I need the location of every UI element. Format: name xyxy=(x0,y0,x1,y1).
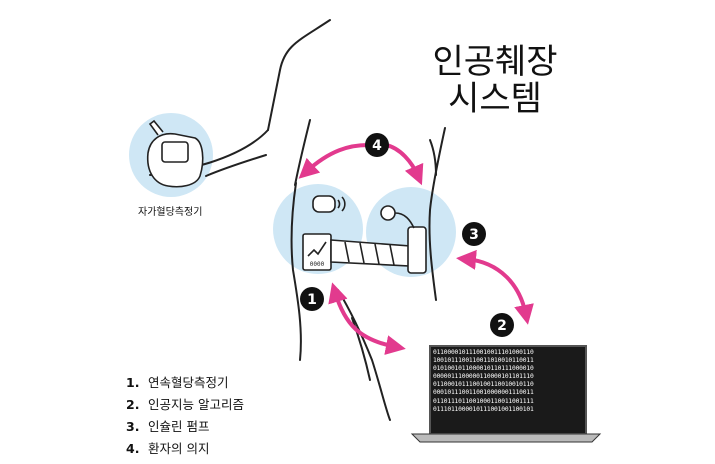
code-line: 0110111011001000110011001111 xyxy=(433,397,534,405)
badge-3 xyxy=(462,222,486,246)
legend-number: 4. xyxy=(126,441,140,456)
code-line: 1001011100110011010010110011 xyxy=(433,357,534,365)
code-line: 0111011000010111001001100101 xyxy=(433,405,534,413)
legend-label: 인공지능 알고리즘 xyxy=(148,397,244,412)
badge-1 xyxy=(300,287,324,311)
legend-label: 환자의 의지 xyxy=(148,441,210,456)
legend-number: 2. xyxy=(126,397,140,412)
code-line: 0110000101110010011101000110 xyxy=(433,349,534,356)
arrow-2 xyxy=(456,249,534,325)
badge-4-label: 4 xyxy=(372,138,382,154)
legend-number: 1. xyxy=(126,375,140,390)
glucose-meter xyxy=(146,119,204,188)
title-line-1: 인공췌장 xyxy=(432,42,558,82)
badge-3-label: 3 xyxy=(469,227,479,243)
badge-2-label: 2 xyxy=(497,318,507,334)
legend-number: 3. xyxy=(126,419,140,434)
cgm-display-text: 0000 xyxy=(310,261,325,268)
insulin-pump-device xyxy=(380,205,427,274)
laptop xyxy=(410,345,602,443)
title-line-2: 시스템 xyxy=(448,79,542,120)
legend-item: 4. 환자의 의지 xyxy=(126,438,244,460)
badge-1-label: 1 xyxy=(307,292,317,308)
title: 인공췌장 시스템 xyxy=(420,42,570,120)
legend-item: 2. 인공지능 알고리즘 xyxy=(126,394,244,416)
legend: 1. 연속혈당측정기 2. 인공지능 알고리즘 3. 인슐린 펌프 4. 환자의 의지 xyxy=(126,372,244,460)
badges xyxy=(300,133,514,337)
legend-label: 인슐린 펌프 xyxy=(148,419,210,434)
arrow-4 xyxy=(306,143,418,176)
code-line: 0101001011000010110111000010 xyxy=(433,365,534,373)
code-line: 0001011100110010000001110011 xyxy=(433,389,534,397)
legend-label: 연속혈당측정기 xyxy=(148,375,229,390)
meter-label: 자가혈당측정기 xyxy=(138,207,203,218)
badge-2 xyxy=(490,313,514,337)
code-line: 0110001011100100110010010110 xyxy=(433,381,534,389)
legend-item: 3. 인슐린 펌프 xyxy=(126,416,244,438)
arrow-1 xyxy=(328,282,406,355)
legend-item: 1. 연속혈당측정기 xyxy=(126,372,244,394)
badge-4 xyxy=(365,133,389,157)
code-line: 0000011100000110000101101110 xyxy=(433,373,534,381)
arrows xyxy=(306,143,534,355)
